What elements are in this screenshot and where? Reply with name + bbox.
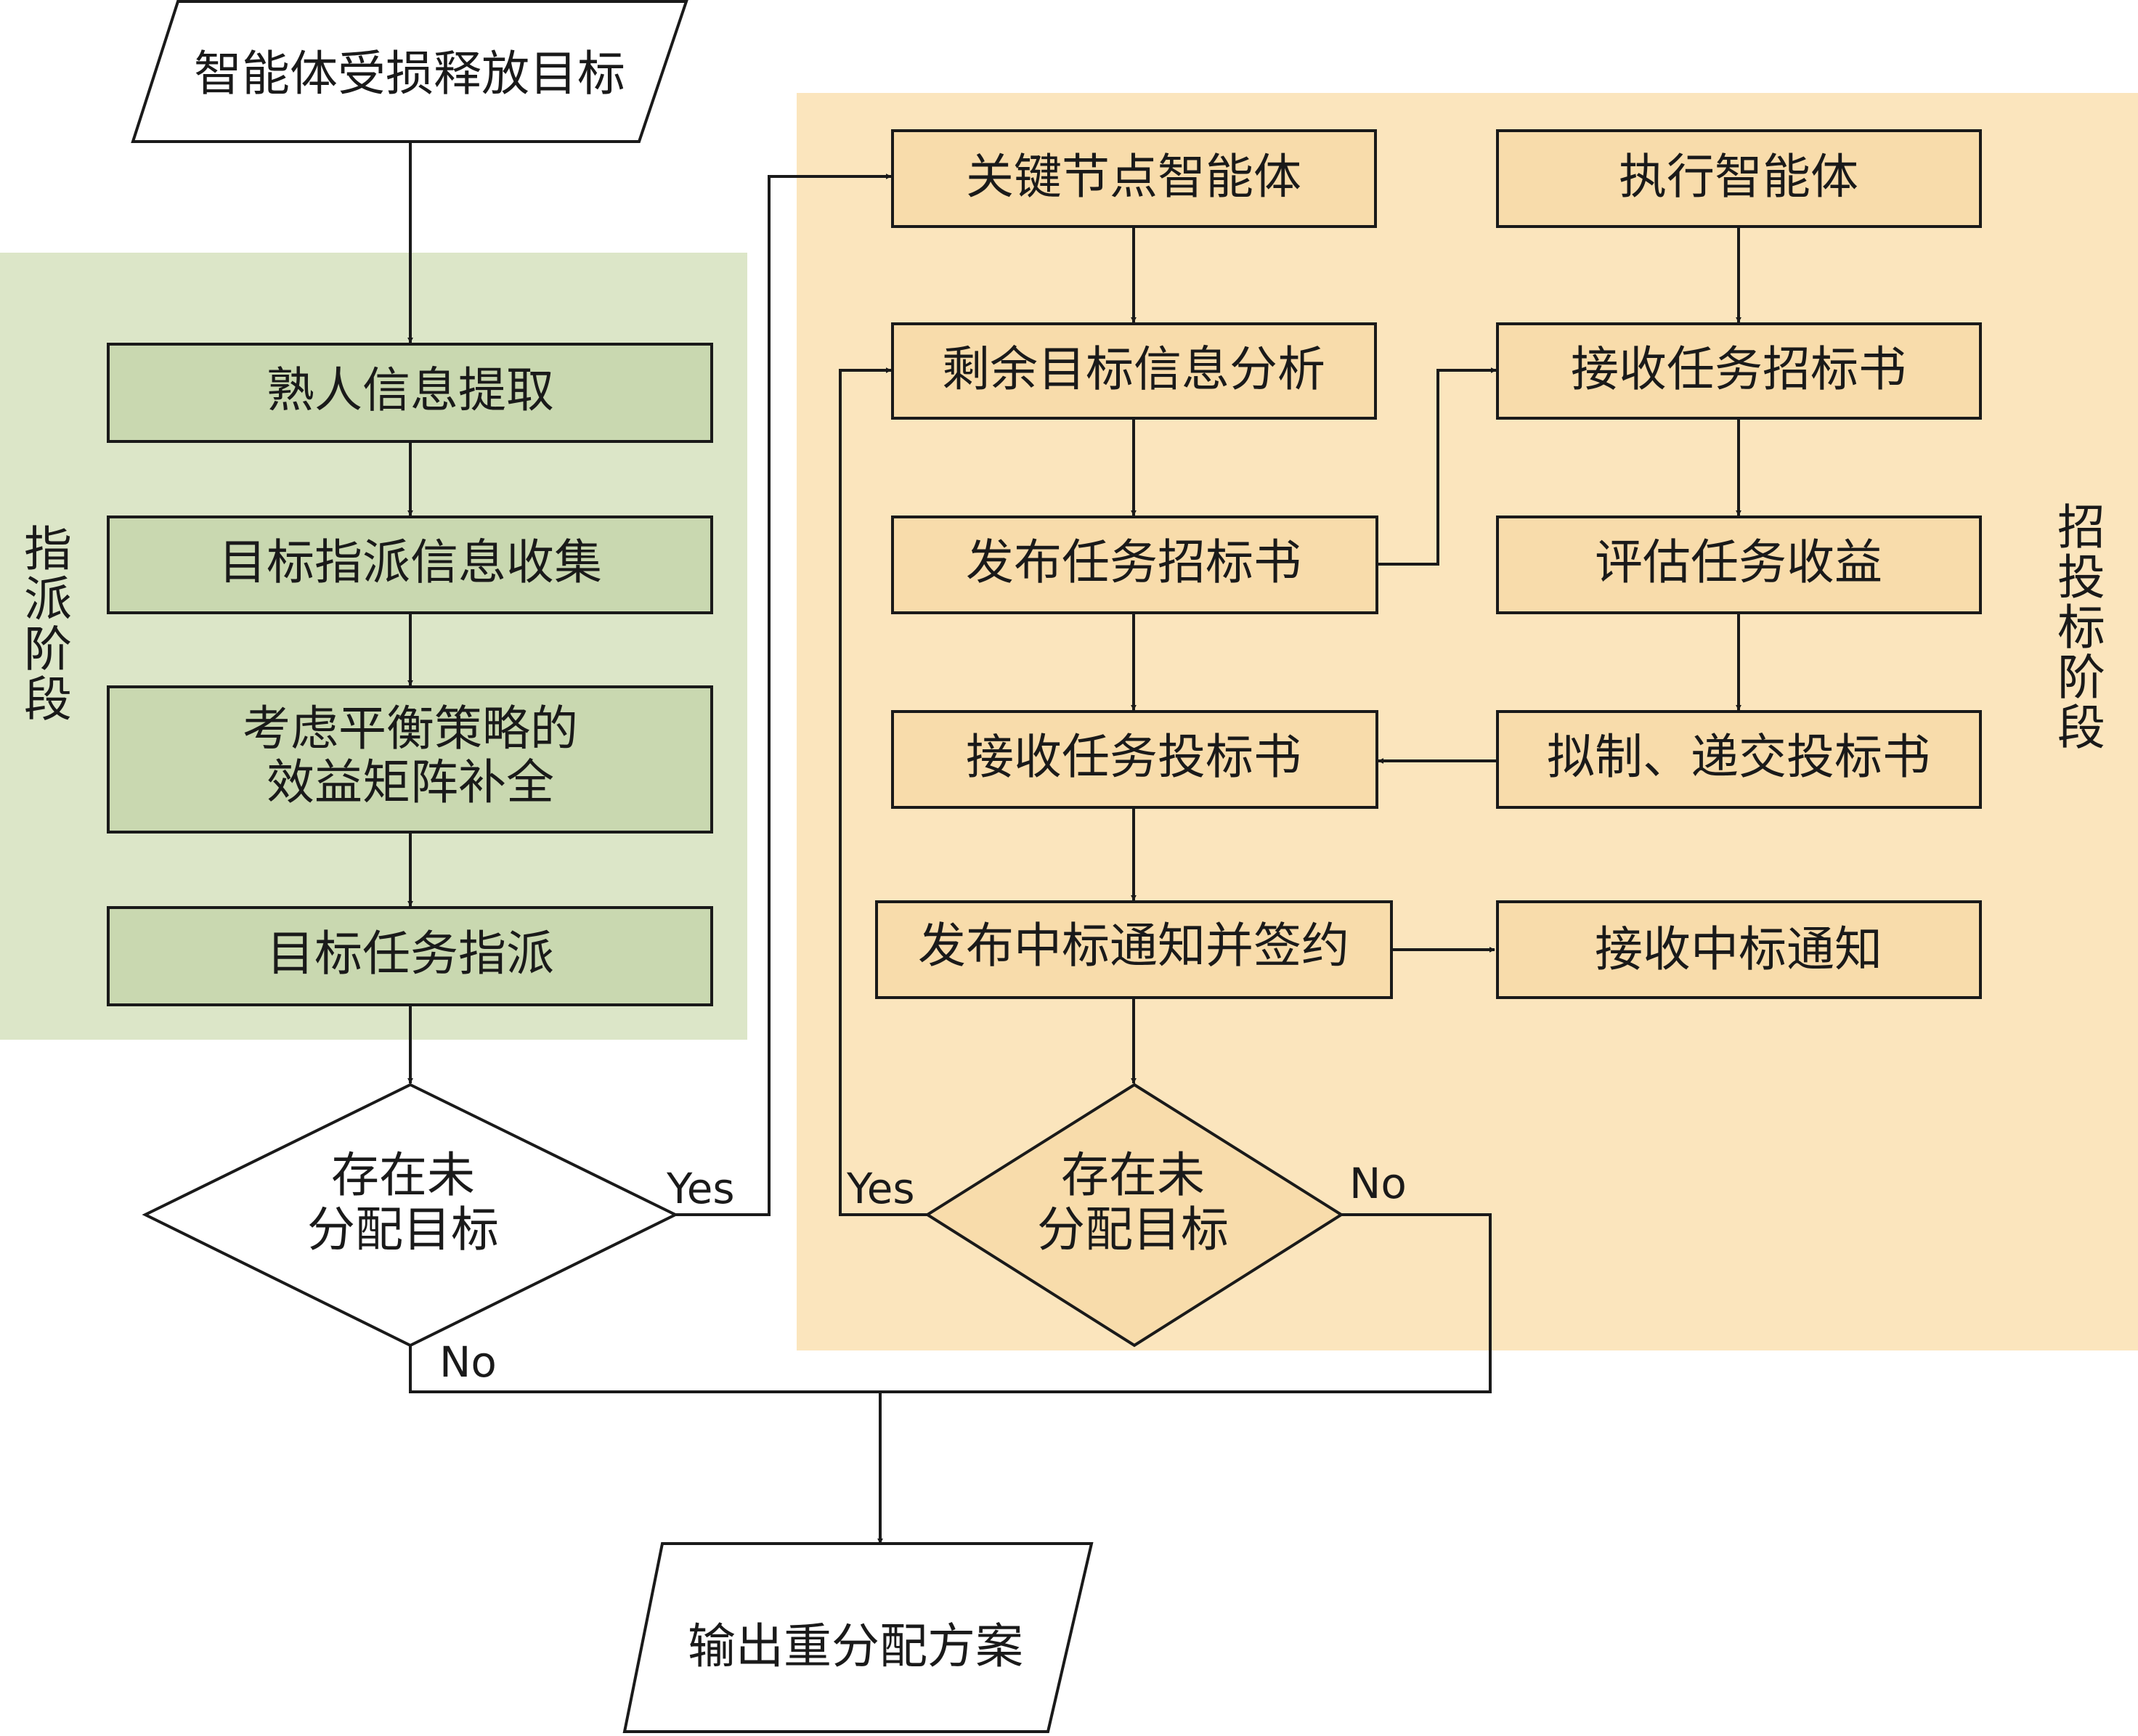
assign-phase-label: 指 派 阶 段 <box>24 521 72 728</box>
collect-info-label: 目标指派信息收集 <box>219 534 602 590</box>
assign-phase-char-1: 指 <box>24 521 72 577</box>
draft-bid-label: 拟制、递交投标书 <box>1547 729 1930 785</box>
receive-award-box <box>1496 900 1982 999</box>
receive-tender-box <box>1496 322 1982 420</box>
line-decision1-no-to-output <box>409 1345 880 1393</box>
assign-phase-char-4: 段 <box>24 672 72 728</box>
decision2-yes-label: Yes <box>846 1164 915 1213</box>
connectors <box>407 142 1741 1544</box>
assign-phase-char-3: 阶 <box>24 622 72 677</box>
publish-award-label: 发布中标通知并签约 <box>918 918 1349 974</box>
arrow-publish-tender-to-receive-tender <box>1377 367 1497 566</box>
decision1-diamond <box>142 1083 679 1348</box>
receive-award-label: 接收中标通知 <box>1595 921 1882 977</box>
target-assign-label: 目标任务指派 <box>267 926 554 982</box>
publish-award-box <box>875 900 1393 999</box>
tender-phase-label: 招 投 标 阶 段 <box>2057 500 2105 756</box>
matrix-completion-label-line2: 效益矩阵补全 <box>267 754 554 810</box>
acquaint-extract-box <box>107 343 713 443</box>
tender-phase-char-3: 标 <box>2057 600 2105 656</box>
decision1-yes-label: Yes <box>666 1164 735 1213</box>
arrow-decision1-yes-to-key-agent <box>675 174 892 1216</box>
receive-bids-box <box>891 710 1378 809</box>
start-node-shape <box>131 0 688 143</box>
tender-phase-char-5: 段 <box>2057 700 2105 756</box>
collect-info-box <box>107 515 713 614</box>
target-assign-box <box>107 906 713 1006</box>
start-node-label: 智能体受损释放目标 <box>194 46 625 102</box>
decision2-label-line1: 存在未 <box>1061 1147 1205 1203</box>
receive-bids-label: 接收任务投标书 <box>966 729 1301 785</box>
matrix-completion-label-line1: 考虑平衡策略的 <box>243 701 578 757</box>
arrow-decision2-yes-to-remaining <box>839 367 927 1216</box>
decision1-label-line1: 存在未 <box>331 1147 475 1203</box>
exec-agent-label: 执行智能体 <box>1619 149 1858 205</box>
tender-phase-char-4: 阶 <box>2057 650 2105 706</box>
output-node-label: 输出重分配方案 <box>688 1618 1023 1674</box>
key-agent-label: 关键节点智能体 <box>966 149 1301 205</box>
receive-tender-label: 接收任务招标书 <box>1571 341 1906 397</box>
decision2-diamond <box>924 1083 1344 1348</box>
decision2-no-label: No <box>1349 1159 1407 1208</box>
acquaint-extract-label: 熟人信息提取 <box>267 362 554 418</box>
remaining-analysis-box <box>891 322 1377 420</box>
remaining-analysis-label: 剩余目标信息分析 <box>942 341 1325 397</box>
decision1-label-line2: 分配目标 <box>307 1202 499 1258</box>
decision1-no-label: No <box>439 1337 497 1387</box>
publish-tender-label: 发布任务招标书 <box>966 534 1301 590</box>
matrix-completion-box <box>107 685 713 834</box>
tender-phase-char-1: 招 <box>2057 500 2105 555</box>
evaluate-revenue-label: 评估任务收益 <box>1595 534 1882 590</box>
tender-phase-char-2: 投 <box>2057 550 2105 606</box>
exec-agent-box <box>1496 129 1982 228</box>
output-node-shape <box>622 1542 1094 1733</box>
key-agent-box <box>891 129 1377 228</box>
assign-phase-char-2: 派 <box>24 571 72 627</box>
line-decision2-no-to-output <box>880 1213 1492 1393</box>
decision2-label-line2: 分配目标 <box>1037 1202 1229 1258</box>
evaluate-revenue-box <box>1496 515 1982 614</box>
publish-tender-box <box>891 515 1378 614</box>
draft-bid-box <box>1496 710 1982 809</box>
